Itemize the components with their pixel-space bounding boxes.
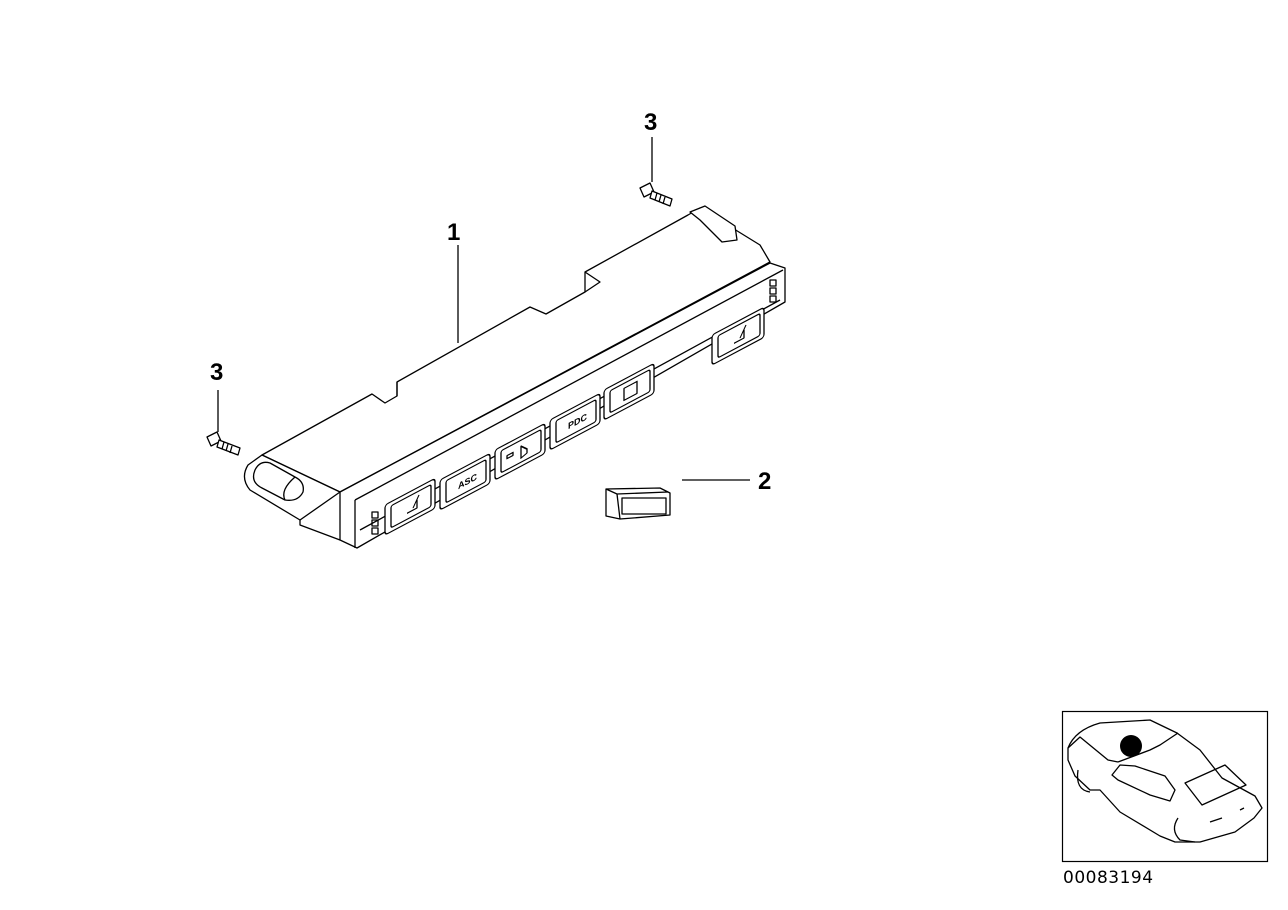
rear-tab [689, 205, 738, 243]
seat-heating-left-button[interactable] [384, 478, 436, 535]
indicator-slots-right [769, 279, 777, 303]
vehicle-locator-thumbnail [1061, 710, 1269, 863]
diagram-code: 00083194 [1063, 868, 1154, 888]
blank-cover[interactable] [605, 487, 671, 520]
callout-1: 1 [447, 219, 460, 246]
seat-heating-right-button[interactable] [711, 307, 765, 365]
seat-heating-icon [407, 494, 420, 514]
sunblind-button[interactable] [603, 363, 655, 420]
screw-left[interactable] [206, 431, 241, 456]
left-knob [252, 461, 304, 501]
window-icon [506, 445, 528, 460]
screw-right[interactable] [639, 182, 673, 207]
asc-button[interactable]: ASC [439, 453, 491, 510]
callout-2: 2 [758, 468, 771, 495]
callout-3-right: 3 [644, 109, 657, 136]
pdc-button[interactable]: PDC [549, 393, 601, 450]
seat-heating-icon [734, 324, 747, 344]
location-marker [1120, 735, 1142, 757]
indicator-slots-left [371, 511, 379, 535]
callout-3-left: 3 [210, 359, 223, 386]
car-outline [1067, 719, 1263, 843]
switch-panel[interactable]: ASC PDC [243, 205, 786, 549]
sunblind-icon [623, 380, 638, 402]
window-button[interactable] [494, 423, 546, 480]
